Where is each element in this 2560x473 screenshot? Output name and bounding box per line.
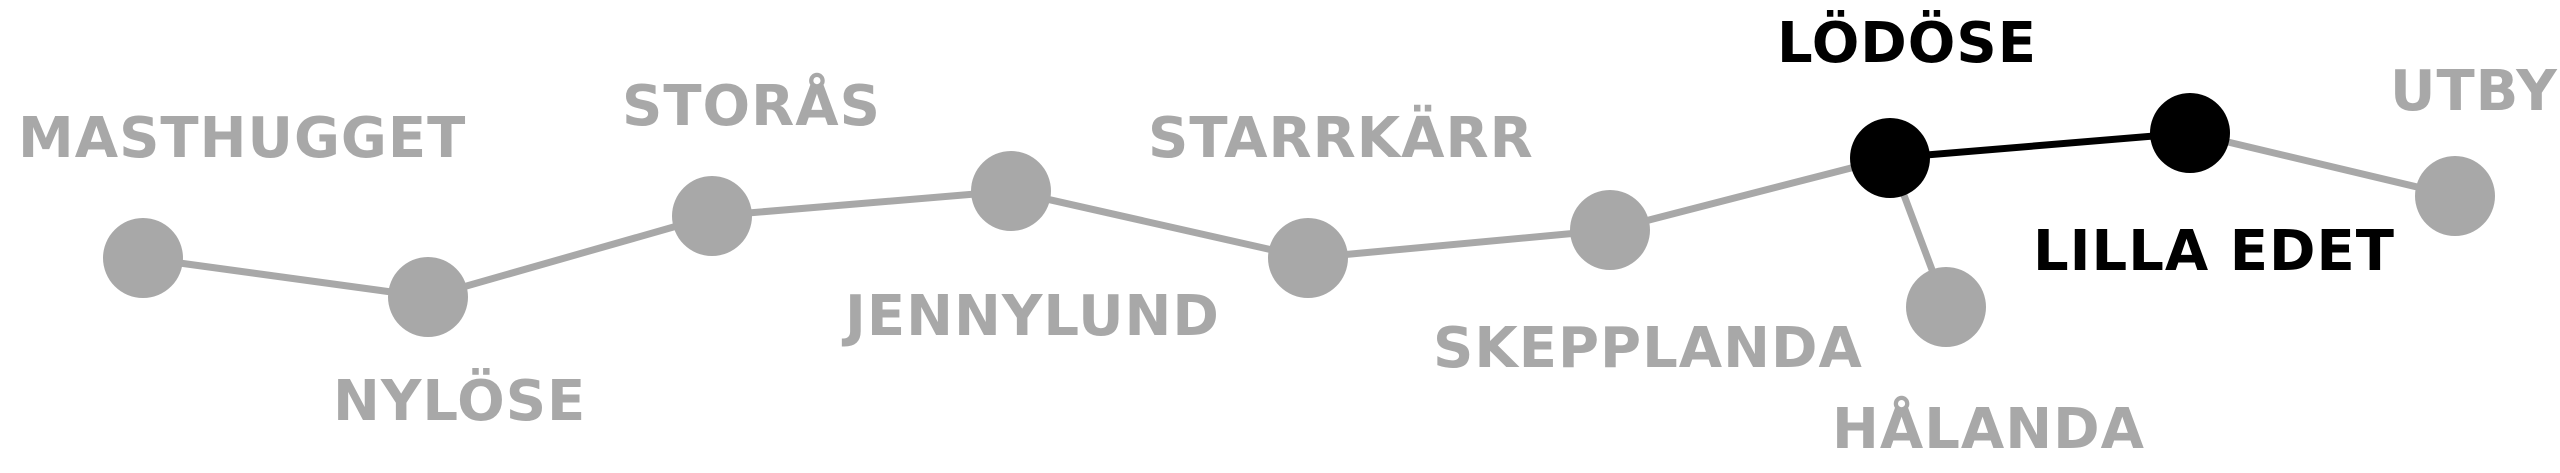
connections-layer [139,129,2459,311]
station-label-skepplanda: SKEPPLANDA [1433,316,1863,381]
station-node-jennylund [971,151,1051,231]
labels-layer: MASTHUGGET NYLÖSE STORÅS JENNYLUND STARRKÄRR… [18,11,2558,462]
station-node-starrkarr [1268,218,1348,298]
station-node-halanda [1906,267,1986,347]
station-node-nylose [388,257,468,337]
connection-jennylund-starrkarr [1007,187,1312,262]
connection-lodose-lilla-edet [1886,129,2194,162]
stations-layer [103,93,2495,347]
connection-storas-jennylund [708,187,1015,220]
station-node-storas [672,176,752,256]
station-label-utby: UTBY [2390,59,2558,124]
station-label-lodose: LÖDÖSE [1777,11,2037,76]
station-label-jennylund: JENNYLUND [841,284,1220,349]
station-label-masthugget: MASTHUGGET [18,106,466,171]
station-label-halanda: HÅLANDA [1832,396,2145,462]
station-node-lodose [1850,118,1930,198]
connection-nylose-storas [424,212,716,301]
connection-lilla-edet-utby [2186,129,2459,200]
station-node-skepplanda [1570,190,1650,270]
station-label-starrkarr: STARRKÄRR [1148,106,1534,171]
station-label-storas: STORÅS [622,73,881,139]
connection-masthugget-nylose [139,254,432,301]
station-node-utby [2415,156,2495,236]
connection-starrkarr-skepplanda [1304,226,1614,262]
station-label-lilla-edet: LILLA EDET [2033,219,2395,284]
station-node-lilla-edet [2150,93,2230,173]
connection-skepplanda-lodose [1606,154,1894,234]
station-label-nylose: NYLÖSE [333,369,586,434]
station-node-masthugget [103,218,183,298]
